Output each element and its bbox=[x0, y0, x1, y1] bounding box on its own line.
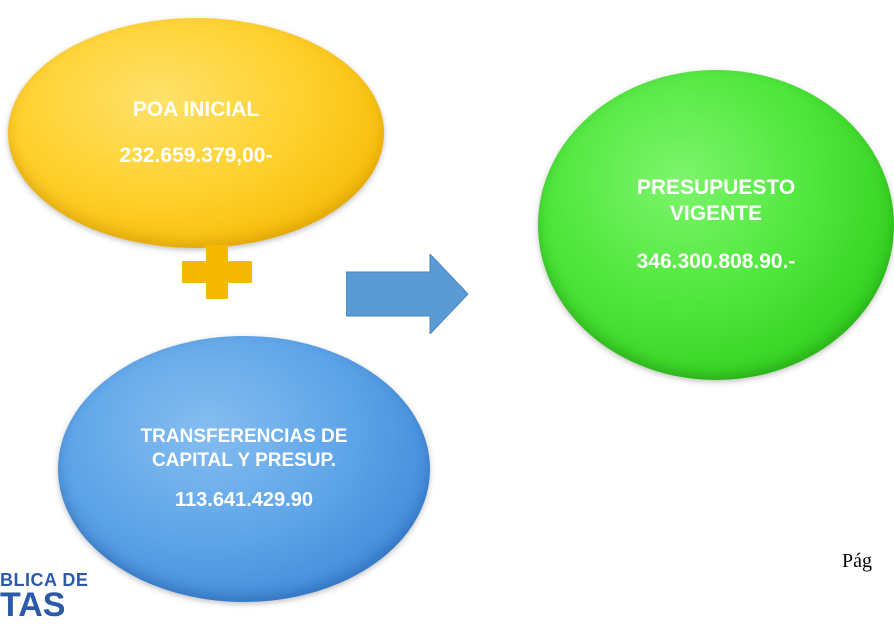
arrow-right-icon bbox=[345, 252, 469, 336]
logo-text-line1: BLICA DE bbox=[0, 570, 89, 590]
plus-icon bbox=[182, 245, 252, 299]
transferencias-node: TRANSFERENCIAS DE CAPITAL Y PRESUP. 113.… bbox=[58, 336, 430, 602]
presupuesto-value: 346.300.808.90.- bbox=[636, 250, 796, 274]
poa-inicial-title: POA INICIAL bbox=[132, 97, 260, 121]
presupuesto-title-line1: PRESUPUESTO bbox=[636, 175, 796, 199]
poa-inicial-node: POA INICIAL 232.659.379,00- bbox=[8, 18, 384, 248]
presupuesto-title-line2: VIGENTE bbox=[669, 201, 763, 225]
logo-text-line2: TAS bbox=[0, 586, 66, 624]
presupuesto-vigente-node: PRESUPUESTO VIGENTE 346.300.808.90.- bbox=[538, 70, 894, 380]
page-label: Pág bbox=[842, 550, 872, 572]
transferencias-title-line1: TRANSFERENCIAS DE bbox=[140, 425, 348, 447]
transferencias-value: 113.641.429.90 bbox=[175, 489, 313, 512]
poa-inicial-value: 232.659.379,00- bbox=[119, 144, 273, 167]
transferencias-title-line2: CAPITAL Y PRESUP. bbox=[151, 449, 337, 471]
